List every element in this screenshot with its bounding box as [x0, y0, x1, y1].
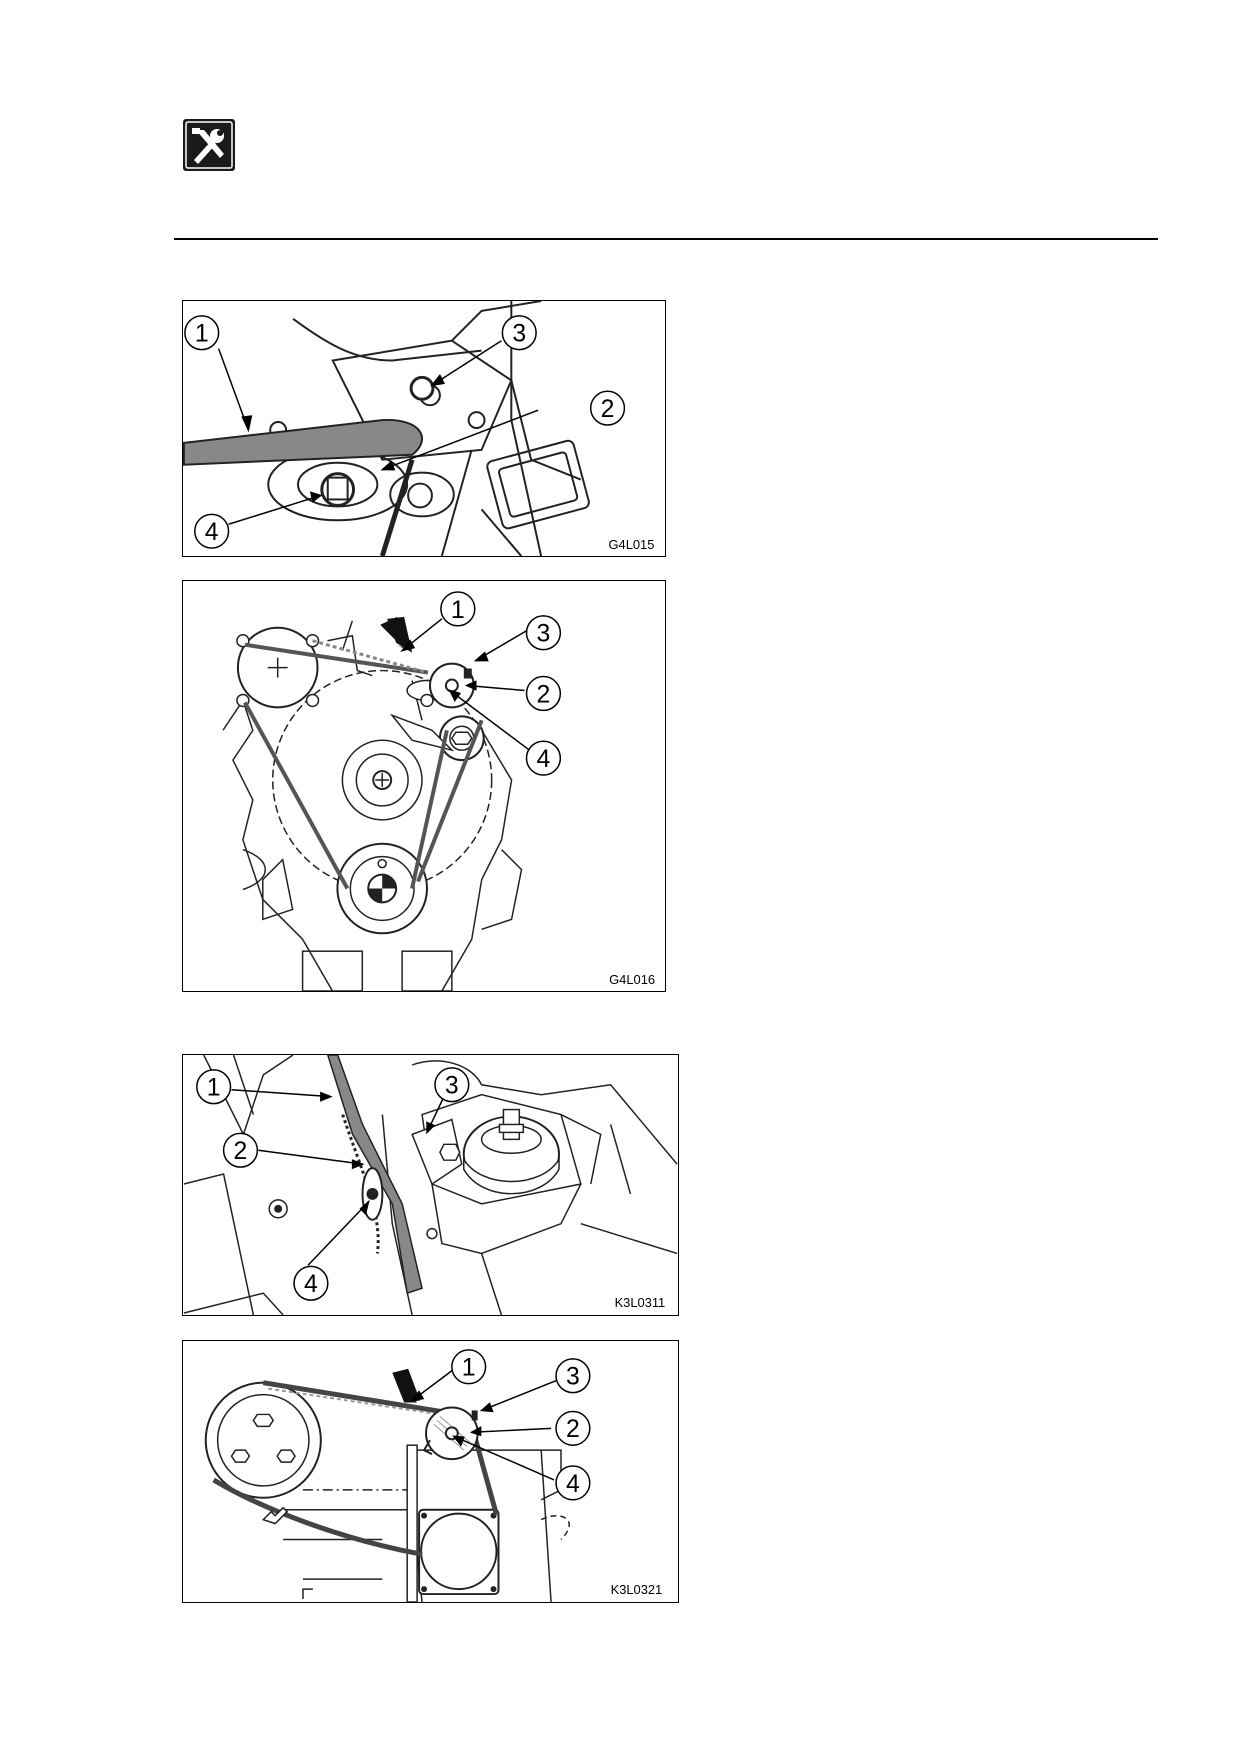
callout-1-number: 1	[195, 321, 209, 348]
figure-code: K3L0311	[615, 1295, 666, 1310]
callout-3: 3	[501, 315, 537, 351]
figure-k3l0311: 1 2 3 4 K3L0311	[182, 1054, 679, 1316]
callout-1: 1	[184, 315, 220, 351]
callout-3-number: 3	[445, 1073, 459, 1100]
callout-3-number: 3	[512, 321, 526, 348]
callout-2-number: 2	[234, 1138, 248, 1165]
tools-icon	[182, 118, 236, 172]
figure-g4l016: 1 3 2 4 G4L016	[182, 580, 666, 992]
callout-3: 3	[434, 1067, 470, 1103]
callout-3: 3	[555, 1358, 591, 1394]
callout-1: 1	[440, 591, 476, 627]
callout-3-number: 3	[566, 1364, 580, 1391]
callout-4: 4	[194, 513, 230, 549]
callout-2: 2	[555, 1410, 591, 1446]
callout-2: 2	[589, 390, 626, 426]
figure-1-drawing: 1 3 2 4 G4L015	[183, 301, 655, 556]
callout-4: 4	[293, 1265, 329, 1301]
callout-1: 1	[451, 1349, 487, 1385]
figure-4-drawing: 1 3 2 4 K3L0321	[204, 1349, 663, 1602]
figure-code: G4L015	[609, 537, 655, 552]
figure-code: K3L0321	[611, 1582, 663, 1597]
figure-k3l0321: 1 3 2 4 K3L0321	[182, 1340, 679, 1603]
callout-2-number: 2	[566, 1416, 580, 1443]
callout-2: 2	[222, 1132, 259, 1168]
callout-2-number: 2	[601, 396, 615, 423]
callout-4: 4	[525, 740, 562, 776]
callout-3-number: 3	[537, 620, 551, 648]
figure-g4l015: 1 3 2 4 G4L015	[182, 300, 666, 557]
callout-3: 3	[525, 615, 562, 651]
callout-4-number: 4	[566, 1471, 580, 1498]
callout-1-number: 1	[451, 596, 465, 624]
callout-2-number: 2	[537, 680, 551, 708]
callout-4: 4	[555, 1465, 591, 1501]
callout-1-number: 1	[207, 1075, 221, 1102]
callout-1-number: 1	[462, 1355, 476, 1382]
figure-3-drawing: 1 2 3 4 K3L0311	[183, 1055, 678, 1315]
header-rule	[174, 238, 1158, 240]
figure-2-drawing: 1 3 2 4 G4L016	[222, 591, 655, 991]
callout-4-number: 4	[205, 519, 219, 546]
callout-2: 2	[525, 675, 562, 712]
callout-4-number: 4	[537, 745, 551, 773]
callout-4-number: 4	[304, 1271, 318, 1298]
figure-code: G4L016	[609, 972, 655, 987]
callout-1: 1	[196, 1069, 232, 1105]
